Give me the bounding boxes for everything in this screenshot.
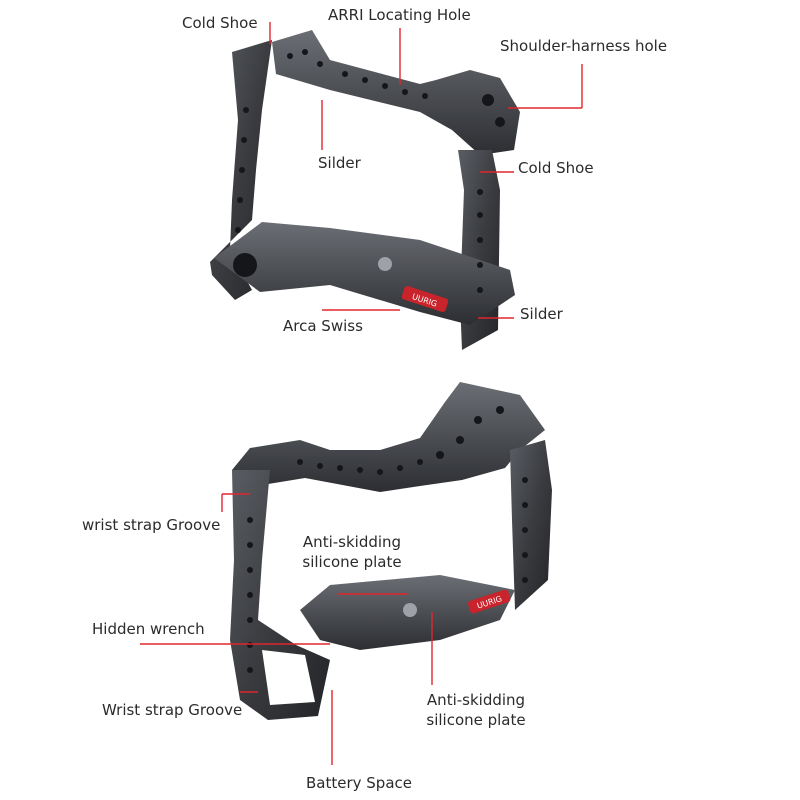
label-anti-skidding-lower: Anti-skidding silicone plate bbox=[420, 690, 532, 730]
label-cold-shoe-left: Cold Shoe bbox=[182, 14, 258, 32]
label-arca-swiss: Arca Swiss bbox=[283, 317, 363, 335]
bottom-cage-right-frame bbox=[510, 440, 552, 610]
label-arri-locating-hole: ARRI Locating Hole bbox=[328, 6, 471, 24]
top-cage-holes bbox=[233, 49, 505, 293]
label-anti-skidding-lower-line1: Anti-skidding bbox=[426, 691, 526, 709]
label-wrist-strap-groove-upper: wrist strap Groove bbox=[82, 516, 221, 534]
label-anti-skidding-upper-line2: silicone plate bbox=[302, 553, 402, 571]
label-battery-space: Battery Space bbox=[306, 774, 412, 792]
label-slider-top: Silder bbox=[318, 154, 361, 172]
label-hidden-wrench: Hidden wrench bbox=[92, 620, 205, 638]
bottom-cage-tripod-screw bbox=[403, 603, 417, 617]
bottom-cage-top-bar bbox=[232, 382, 545, 492]
top-cage-top-bar bbox=[272, 30, 520, 155]
label-slider-side: Silder bbox=[520, 305, 563, 323]
label-anti-skidding-upper-line1: Anti-skidding bbox=[302, 533, 402, 551]
label-wrist-strap-groove-lower: Wrist strap Groove bbox=[102, 701, 243, 719]
callout-lines bbox=[140, 22, 583, 765]
label-cold-shoe-right: Cold Shoe bbox=[518, 159, 594, 177]
bottom-cage-brand-badge bbox=[467, 589, 511, 614]
top-camera-cage: UURIG bbox=[210, 30, 520, 350]
label-anti-skidding-lower-line2: silicone plate bbox=[426, 711, 526, 729]
label-shoulder-harness-hole: Shoulder-harness hole bbox=[500, 37, 668, 55]
bottom-cage-battery-space bbox=[262, 650, 315, 705]
top-cage-brand-badge bbox=[401, 286, 449, 312]
bottom-cage-holes bbox=[247, 406, 528, 673]
label-anti-skidding-upper: Anti-skidding silicone plate bbox=[296, 532, 408, 572]
top-cage-tripod-screw bbox=[378, 257, 392, 271]
